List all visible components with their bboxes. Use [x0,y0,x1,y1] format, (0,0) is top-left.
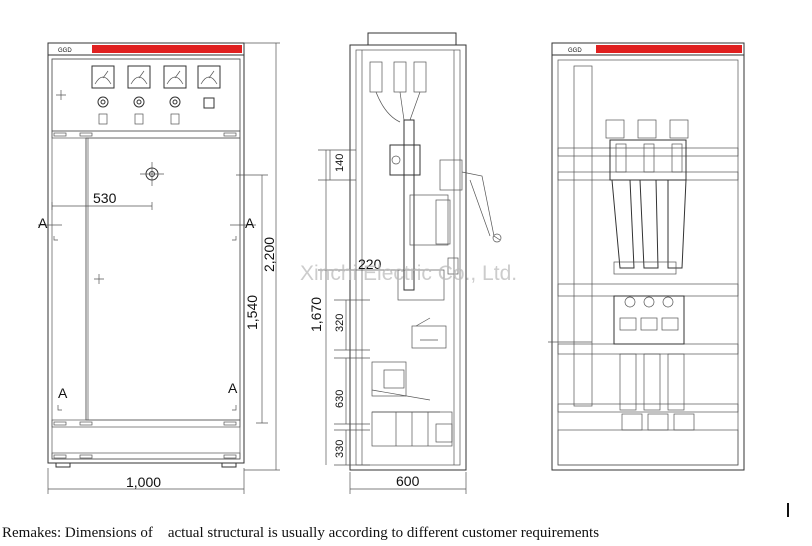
front-view: GGD [38,42,280,494]
indicator-lamps [97,96,215,125]
dim-2200-label: 2,200 [261,237,277,272]
section-mark-left-lower: A [58,385,68,401]
text-cursor [787,503,789,517]
dim-600-label: 600 [396,473,420,489]
rear-ggd-label: GGD [568,48,582,54]
meter-row [91,65,221,89]
dim-140-label: 140 [334,154,346,172]
side-view: 140 220 1,670 320 630 330 600 [308,32,502,494]
dim-630-label: 630 [334,390,346,408]
dim-1000-label: 1,000 [126,474,161,490]
section-mark-right-upper: A [245,215,255,231]
section-mark-right-lower: A [228,380,238,396]
front-red-band [92,45,242,53]
rear-red-band [596,45,742,53]
watermark: Xinchi Electric Co., Ltd. [300,262,517,285]
dim-530-label: 530 [93,190,117,206]
dim-320-label: 320 [334,314,346,332]
dim-1670-label: 1,670 [308,297,324,332]
front-ggd-label: GGD [58,48,72,54]
dim-1540-label: 1,540 [244,295,260,330]
dim-220-label: 220 [358,256,382,272]
rear-view: GGD [548,42,745,471]
section-mark-left-upper: A [38,215,48,231]
dim-330-label: 330 [334,440,346,458]
caption: Remakes: Dimensions of actual structural… [2,525,600,541]
